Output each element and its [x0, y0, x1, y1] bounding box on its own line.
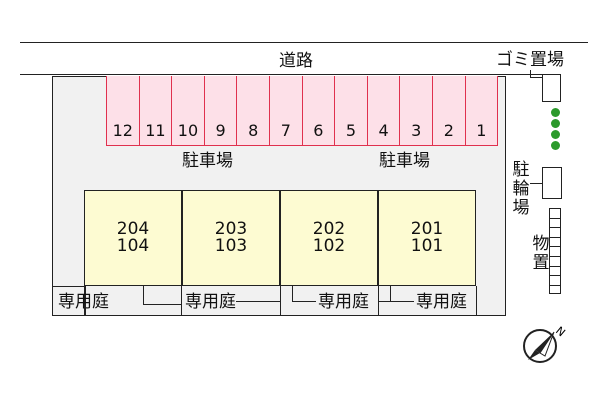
- garbage-station-box: [542, 74, 561, 102]
- unit-lower-number: 103: [214, 236, 248, 256]
- unit-block-2: 203 103: [182, 190, 280, 286]
- private-garden-label-3: 専用庭: [318, 292, 369, 312]
- parking-space-number: 2: [443, 121, 454, 140]
- parking-space-number: 1: [476, 121, 487, 140]
- north-arrow-icon: N: [523, 324, 568, 363]
- garden-divider: [378, 301, 414, 302]
- parking-space: 10: [171, 76, 205, 146]
- parking-space: 8: [236, 76, 270, 146]
- garden-divider: [143, 304, 181, 305]
- unit-block-4: 201 101: [378, 190, 476, 286]
- unit-upper-number: 202: [312, 219, 346, 239]
- compass-north-label: N: [553, 324, 568, 339]
- parking-space-number: 3: [411, 121, 422, 140]
- garbage-station-label: ゴミ置場: [496, 50, 564, 70]
- private-garden-label-1: 専用庭: [58, 292, 109, 312]
- unit-block-1: 204 104: [84, 190, 182, 286]
- garbage-leader-line: [530, 70, 531, 78]
- private-garden-1: [84, 286, 86, 316]
- parking-space: 1: [464, 76, 499, 146]
- parking-space: 5: [334, 76, 368, 146]
- parking-space-number: 9: [215, 121, 226, 140]
- storage-label: 物置: [532, 234, 550, 273]
- garden-divider: [476, 286, 477, 316]
- parking-space-number: 11: [145, 121, 166, 140]
- private-garden-label-2: 専用庭: [185, 292, 236, 312]
- unit-lower-number: 102: [312, 236, 346, 256]
- garden-divider: [236, 301, 280, 302]
- parking-space-number: 5: [345, 121, 357, 140]
- road-top-edge: [20, 42, 588, 43]
- parking-space-number: 7: [280, 121, 291, 140]
- unit-upper-number: 204: [116, 219, 150, 239]
- parking-space-number: 4: [378, 121, 389, 140]
- garden-divider: [292, 301, 316, 302]
- unit-upper-number: 203: [214, 219, 248, 239]
- bicycle-parking-box: [542, 167, 562, 199]
- unit-lower-number: 104: [116, 236, 150, 256]
- private-garden-label-4: 専用庭: [416, 292, 467, 312]
- parking-space: 4: [366, 76, 401, 146]
- bicycle-parking-label: 駐輪場: [512, 160, 530, 218]
- road-label: 道路: [279, 51, 313, 71]
- storage-shed: [549, 208, 561, 294]
- parking-label-left: 駐車場: [182, 151, 233, 171]
- parking-space: 6: [301, 76, 336, 146]
- garden-divider: [390, 286, 391, 301]
- bicycle-leader-line: [530, 183, 543, 184]
- parking-space-number: 10: [177, 121, 199, 140]
- parking-space: 7: [269, 76, 303, 146]
- unit-lower-number: 101: [410, 236, 444, 256]
- parking-space: 9: [203, 76, 238, 146]
- parking-space-number: 12: [112, 121, 133, 140]
- tree-icon: [551, 130, 560, 139]
- parking-space: 3: [399, 76, 433, 146]
- garden-divider: [292, 286, 293, 301]
- parking-space: 2: [432, 76, 466, 146]
- garden-divider: [143, 286, 144, 304]
- road-bottom-edge: [20, 74, 556, 75]
- garden-divider: [181, 286, 182, 316]
- tree-icon: [551, 119, 560, 128]
- unit-block-3: 202 102: [280, 190, 378, 286]
- garbage-leader-line-h: [530, 77, 543, 78]
- garden-divider: [280, 286, 281, 316]
- parking-label-right: 駐車場: [379, 151, 430, 171]
- parking-space-number: 6: [313, 121, 324, 140]
- tree-icon: [551, 108, 560, 117]
- parking-space: 11: [138, 76, 173, 146]
- tree-icon: [551, 141, 560, 150]
- parking-space: 12: [106, 76, 140, 146]
- parking-space-number: 8: [248, 121, 259, 140]
- garden-top-line: [52, 286, 84, 287]
- unit-upper-number: 201: [410, 219, 444, 239]
